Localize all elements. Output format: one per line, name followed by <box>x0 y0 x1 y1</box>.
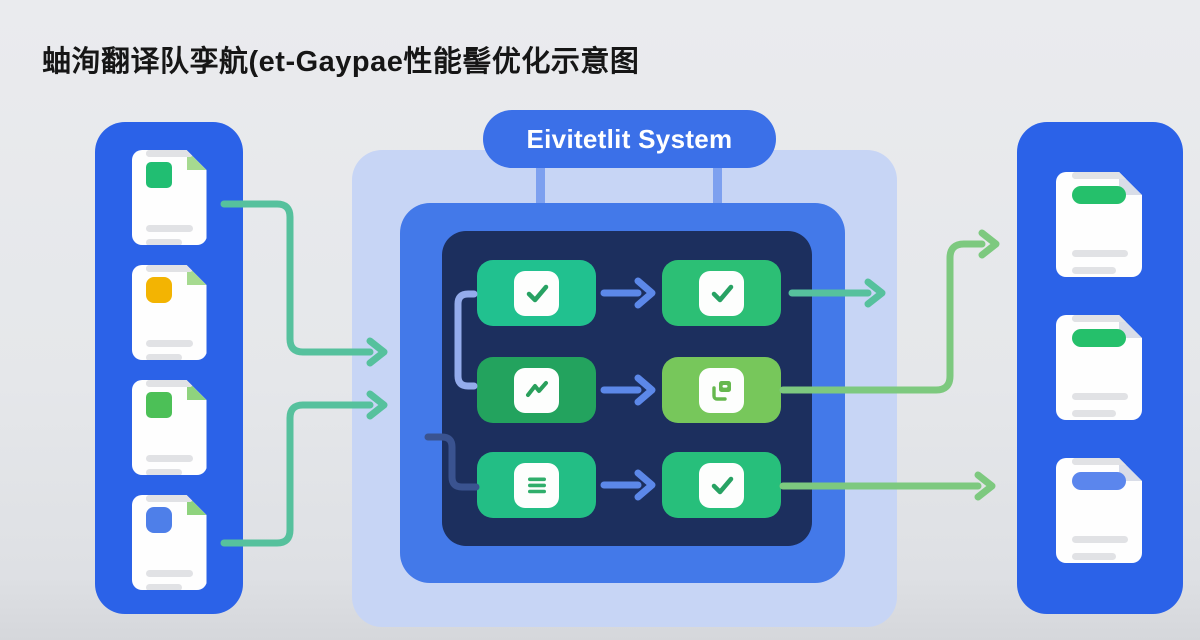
arrow-doc4-to-center <box>220 401 374 547</box>
doc-text-line <box>1072 410 1116 417</box>
doc-badge <box>146 277 172 303</box>
document-card <box>132 265 207 360</box>
doc-text-line <box>1072 250 1128 257</box>
process-step-1-1 <box>477 260 596 326</box>
doc-text-line <box>146 225 193 232</box>
copy-icon <box>699 367 744 413</box>
banner-connector-left <box>536 166 545 208</box>
doc-text-line <box>1072 536 1128 543</box>
list-icon <box>514 462 559 508</box>
process-step-3-1 <box>477 452 596 518</box>
input-documents-panel <box>95 122 243 614</box>
document-card <box>132 380 207 475</box>
check-icon <box>514 270 559 316</box>
doc-badge <box>146 162 172 188</box>
system-banner: Eivitetlit System <box>483 110 776 168</box>
trend-icon <box>514 367 559 413</box>
arrow-doc1-to-center <box>220 200 374 356</box>
doc-badge <box>1072 329 1126 347</box>
doc-badge <box>146 392 172 418</box>
process-step-3-2 <box>662 452 781 518</box>
check-icon <box>699 270 744 316</box>
doc-text-line <box>146 380 193 387</box>
doc-text-line <box>146 584 182 591</box>
doc-text-line <box>146 265 193 272</box>
doc-text-line <box>146 354 182 361</box>
doc-text-line <box>146 495 193 502</box>
doc-text-line <box>146 455 193 462</box>
doc-badge <box>1072 472 1126 490</box>
document-card <box>1056 458 1142 563</box>
doc-badge <box>146 507 172 533</box>
document-card <box>1056 315 1142 420</box>
doc-text-line <box>146 340 193 347</box>
doc-text-line <box>146 150 193 157</box>
document-card <box>132 150 207 245</box>
process-step-1-2 <box>662 260 781 326</box>
doc-text-line <box>146 570 193 577</box>
process-step-2-2 <box>662 357 781 423</box>
arrow-row3-to-output-head <box>974 471 996 501</box>
document-card <box>1056 172 1142 277</box>
banner-connector-right <box>713 166 722 208</box>
doc-text-line <box>1072 393 1128 400</box>
doc-text-line <box>146 239 182 246</box>
system-banner-label: Eivitetlit System <box>526 123 733 154</box>
doc-text-line <box>1072 315 1128 322</box>
doc-text-line <box>1072 553 1116 560</box>
process-step-2-1 <box>477 357 596 423</box>
doc-text-line <box>146 469 182 476</box>
arrow-row2-to-output-head <box>978 229 1000 259</box>
doc-text-line <box>1072 458 1128 465</box>
doc-text-line <box>1072 172 1128 179</box>
document-card <box>132 495 207 590</box>
page-title: 蚰洵翻译队孪航(et-Gaypae性能髻优化示意图 <box>42 46 640 78</box>
check-icon <box>699 462 744 508</box>
doc-badge <box>1072 186 1126 204</box>
output-documents-panel <box>1017 122 1183 614</box>
doc-text-line <box>1072 267 1116 274</box>
